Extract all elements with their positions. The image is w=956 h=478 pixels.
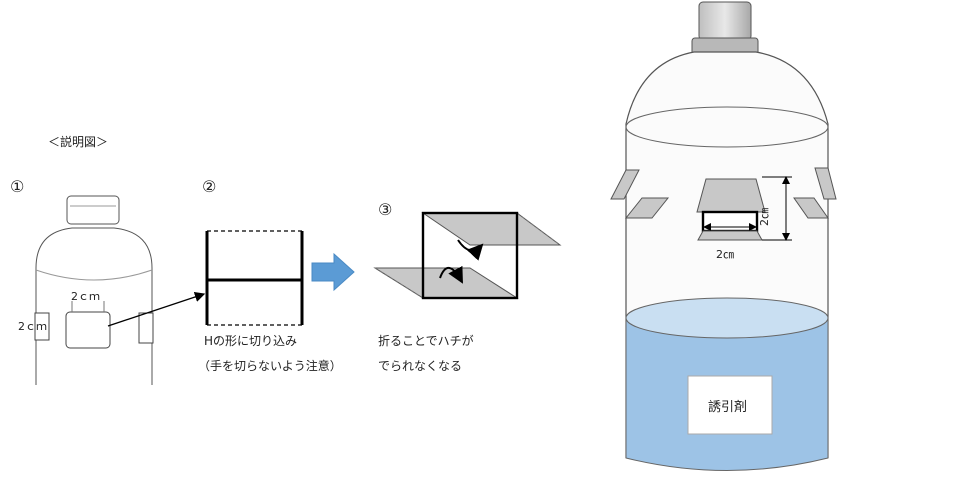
step3-fold-arrow-top	[457, 239, 484, 261]
step1-to-step2-arrow	[107, 291, 206, 327]
step-1-number: ①	[10, 177, 24, 196]
step1-bottle-body	[35, 227, 153, 385]
step1-height-label: 2ｃｍ	[18, 320, 47, 333]
caption-title: ＜説明図＞	[48, 134, 108, 149]
trap-liquid-surface	[625, 297, 829, 339]
bait-label-box	[687, 375, 773, 435]
trap-left-lower-flap	[624, 197, 670, 219]
step3-note-line2: でられなくなる	[378, 359, 462, 373]
step2-to-step3-arrow	[311, 252, 355, 292]
step-3-number: ③	[378, 200, 392, 219]
step3-square-opening	[421, 211, 519, 300]
trap-left-upper-flap	[610, 169, 640, 200]
step3-folded-flaps	[373, 211, 562, 300]
step1-side-slot-left	[34, 312, 50, 341]
step1-bottle-cap	[66, 195, 120, 225]
trap-bottle: 2㎝ 2㎝ 誘引剤	[610, 1, 837, 471]
step1-width-label: 2ｃｍ	[71, 290, 100, 303]
step2-note-line2: （手を切らないよう注意）	[198, 358, 342, 373]
step1-bottle: 2ｃｍ 2ｃｍ	[18, 195, 206, 385]
trap-bottle-shoulder-ring	[625, 106, 829, 148]
step2-note-line1: Hの形に切り込み	[204, 334, 297, 348]
trap-front-bottom-flap	[697, 230, 763, 241]
trap-front-opening	[701, 210, 759, 233]
trap-front-top-flap	[696, 178, 766, 213]
trap-right-upper-flap	[814, 167, 837, 200]
trap-width-label: 2㎝	[716, 248, 734, 261]
trap-bottle-cap	[698, 1, 752, 41]
step1-side-slot-right	[138, 312, 154, 344]
trap-right-lower-flap	[793, 197, 829, 219]
step3-top-fold-guide	[516, 212, 561, 246]
step3-top-flap	[421, 212, 562, 246]
step-2-number: ②	[202, 177, 216, 196]
step1-bottle-shoulder-line	[35, 269, 153, 281]
step3-bottom-flap	[373, 267, 519, 299]
step2-h-cut	[205, 230, 304, 326]
bait-label: 誘引剤	[708, 399, 747, 415]
step3-note-line1: 折ることでハチが	[378, 333, 474, 348]
step3-fold-arrow-bottom	[439, 265, 463, 284]
trap-height-label: 2㎝	[758, 208, 771, 226]
step1-front-cut	[65, 311, 111, 349]
